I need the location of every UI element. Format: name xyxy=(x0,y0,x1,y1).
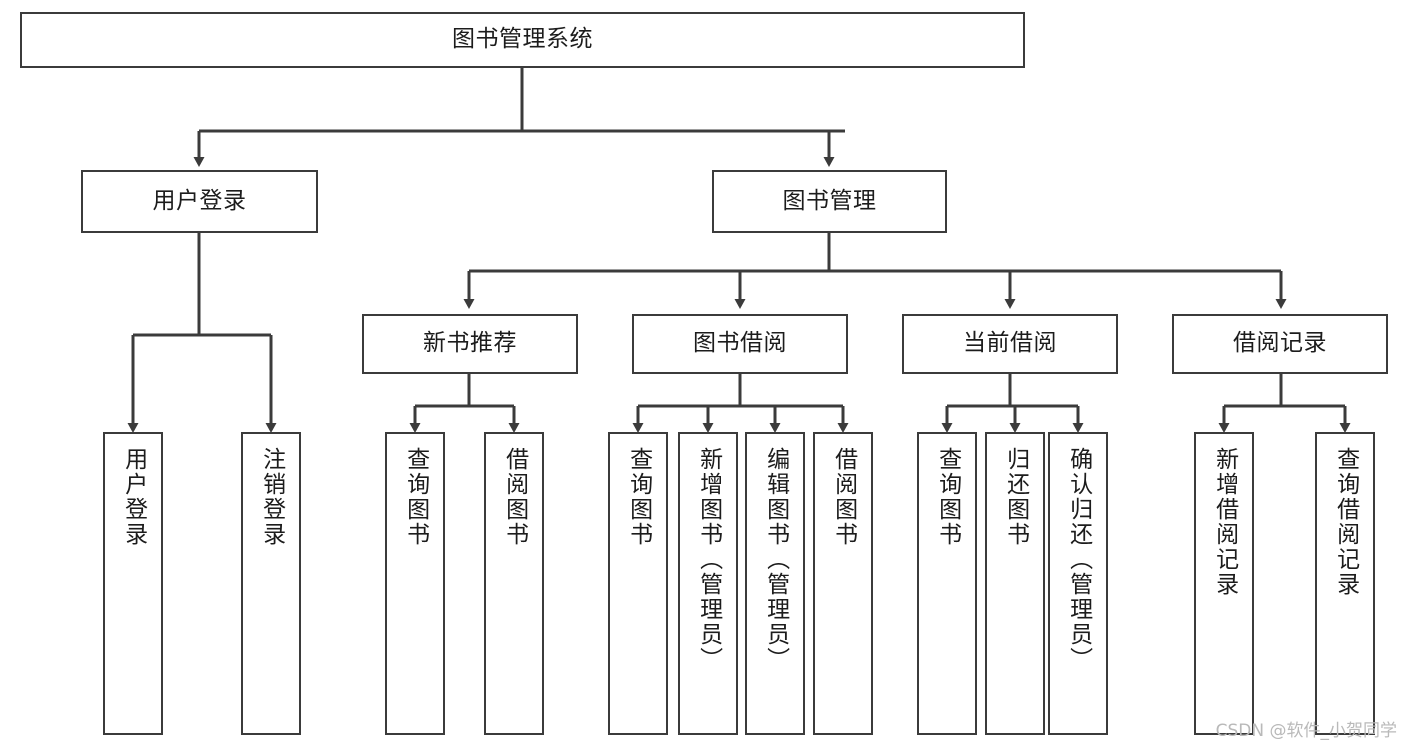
node-leaf-logout-login[interactable]: 注销登录 xyxy=(241,432,301,735)
node-current-borrow[interactable]: 当前借阅 xyxy=(902,314,1118,374)
node-leaf-borrow-book-1-label: 借阅图书 xyxy=(501,447,528,547)
node-user-login-label: 用户登录 xyxy=(152,187,247,214)
node-user-login[interactable]: 用户登录 xyxy=(81,170,318,233)
node-borrow-record-label: 借阅记录 xyxy=(1233,330,1327,357)
node-root[interactable]: 图书管理系统 xyxy=(20,12,1025,68)
watermark: CSDN @软件_小贺同学 xyxy=(1215,721,1397,741)
node-leaf-edit-book-admin[interactable]: 编辑图书（管理员） xyxy=(745,432,805,735)
node-leaf-add-book-admin[interactable]: 新增图书（管理员） xyxy=(678,432,738,735)
node-leaf-logout-login-label: 注销登录 xyxy=(258,447,285,547)
node-book-management-label: 图书管理 xyxy=(782,187,877,214)
node-leaf-borrow-book-1[interactable]: 借阅图书 xyxy=(484,432,544,735)
node-leaf-query-book-2[interactable]: 查询图书 xyxy=(608,432,668,735)
node-leaf-confirm-return-admin-label: 确认归还（管理员） xyxy=(1065,447,1092,672)
node-leaf-confirm-return-admin[interactable]: 确认归还（管理员） xyxy=(1048,432,1108,735)
node-leaf-edit-book-admin-label: 编辑图书（管理员） xyxy=(762,447,789,672)
node-leaf-query-book-1[interactable]: 查询图书 xyxy=(385,432,445,735)
node-leaf-return-book-label: 归还图书 xyxy=(1002,447,1029,547)
node-leaf-borrow-book-2-label: 借阅图书 xyxy=(830,447,857,547)
node-leaf-return-book[interactable]: 归还图书 xyxy=(985,432,1045,735)
node-new-book-recommend-label: 新书推荐 xyxy=(423,330,517,357)
node-leaf-user-login[interactable]: 用户登录 xyxy=(103,432,163,735)
node-new-book-recommend[interactable]: 新书推荐 xyxy=(362,314,578,374)
node-current-borrow-label: 当前借阅 xyxy=(963,330,1057,357)
node-leaf-query-book-3[interactable]: 查询图书 xyxy=(917,432,977,735)
node-leaf-query-book-3-label: 查询图书 xyxy=(934,447,961,547)
node-leaf-add-borrow-record-label: 新增借阅记录 xyxy=(1211,447,1238,597)
node-leaf-user-login-label: 用户登录 xyxy=(120,447,147,547)
node-leaf-add-borrow-record[interactable]: 新增借阅记录 xyxy=(1194,432,1254,735)
node-leaf-borrow-book-2[interactable]: 借阅图书 xyxy=(813,432,873,735)
node-leaf-query-borrow-record[interactable]: 查询借阅记录 xyxy=(1315,432,1375,735)
node-leaf-add-book-admin-label: 新增图书（管理员） xyxy=(695,447,722,672)
node-book-management[interactable]: 图书管理 xyxy=(712,170,947,233)
node-book-borrow[interactable]: 图书借阅 xyxy=(632,314,848,374)
node-leaf-query-borrow-record-label: 查询借阅记录 xyxy=(1332,447,1359,597)
node-book-borrow-label: 图书借阅 xyxy=(693,330,787,357)
node-leaf-query-book-2-label: 查询图书 xyxy=(625,447,652,547)
node-borrow-record[interactable]: 借阅记录 xyxy=(1172,314,1388,374)
node-root-label: 图书管理系统 xyxy=(452,26,593,53)
node-leaf-query-book-1-label: 查询图书 xyxy=(402,447,429,547)
